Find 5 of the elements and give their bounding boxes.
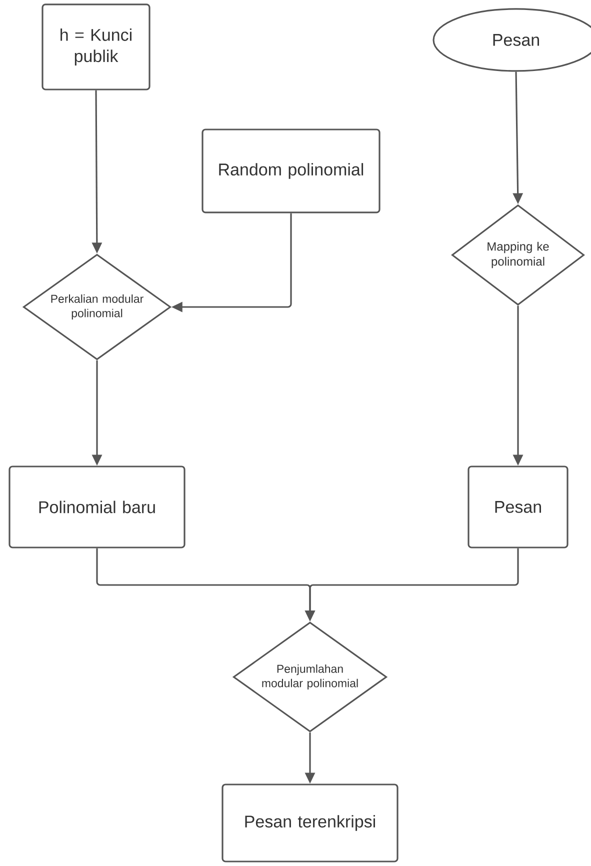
process-box: Random polinomial <box>202 128 380 214</box>
process-box: h = Kunci publik <box>42 4 150 90</box>
process-box: Pesan terenkripsi <box>222 784 398 862</box>
process-box: Pesan <box>468 466 568 548</box>
process-box: Polinomial baru <box>8 466 186 548</box>
